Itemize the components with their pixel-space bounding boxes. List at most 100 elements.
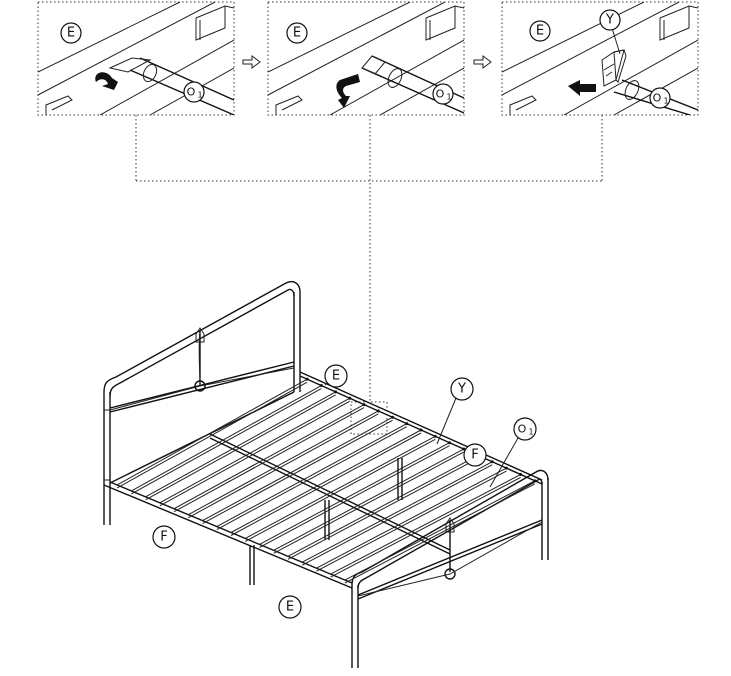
label-o1-panel-2: O 1 xyxy=(432,83,454,105)
label-o1-panel-3: O 1 xyxy=(649,87,671,109)
slat-fitting xyxy=(319,384,323,388)
slat xyxy=(230,432,422,536)
callout-y: Y xyxy=(436,377,474,445)
slat xyxy=(244,435,436,539)
label-e-panel-1: E xyxy=(60,22,82,44)
slat xyxy=(344,483,536,584)
callout-e-bottom: E xyxy=(278,595,302,619)
slat xyxy=(287,454,479,557)
slat xyxy=(287,457,479,560)
slat xyxy=(230,429,422,533)
callout-o1: O 1 xyxy=(489,417,537,488)
label-e-panel-2: E xyxy=(286,22,308,44)
svg-text:E: E xyxy=(286,600,294,615)
callout-f-left: F xyxy=(152,525,176,549)
step-panel-3: E Y O 1 xyxy=(501,1,699,116)
slat xyxy=(159,397,351,504)
slat xyxy=(216,426,408,530)
svg-text:O: O xyxy=(436,88,445,101)
callout-f-right: F xyxy=(463,443,487,467)
slat xyxy=(188,413,379,519)
slat xyxy=(116,381,308,489)
step-arrow-icon xyxy=(473,55,492,69)
leader-lines xyxy=(135,115,603,435)
slat xyxy=(244,438,436,542)
slat xyxy=(330,477,521,578)
slat xyxy=(344,480,536,581)
label-o1-panel-1: O 1 xyxy=(183,81,205,103)
label-y-panel-3: Y xyxy=(599,9,621,55)
svg-text:O: O xyxy=(653,92,662,105)
slat xyxy=(145,394,336,501)
svg-text:1: 1 xyxy=(197,91,202,100)
slat xyxy=(259,445,450,548)
slat xyxy=(216,423,408,527)
side-rail-right xyxy=(299,371,543,481)
callout-e-top: E xyxy=(324,364,348,388)
slat-fitting xyxy=(504,466,508,470)
slat xyxy=(301,464,493,566)
svg-text:E: E xyxy=(332,369,340,384)
panel-2-border xyxy=(267,1,465,116)
svg-text:O: O xyxy=(187,86,196,99)
slat-fitting xyxy=(334,390,338,394)
slat-fitting xyxy=(376,409,380,413)
svg-text:E: E xyxy=(536,24,544,39)
rotate-arrow-icon xyxy=(336,74,360,108)
slat-fitting xyxy=(533,479,537,483)
slat xyxy=(273,451,464,554)
slat-fitting xyxy=(433,434,437,438)
slat-fitting xyxy=(462,447,466,451)
slat xyxy=(330,474,521,575)
slat-fitting xyxy=(519,472,523,476)
svg-text:E: E xyxy=(67,26,75,41)
svg-text:1: 1 xyxy=(663,97,668,106)
slat xyxy=(173,404,365,510)
svg-text:F: F xyxy=(160,530,167,545)
slat-fitting xyxy=(362,403,366,407)
svg-text:1: 1 xyxy=(528,428,533,437)
svg-text:Y: Y xyxy=(457,382,466,397)
svg-text:O: O xyxy=(518,423,527,436)
slat xyxy=(202,416,393,522)
slat xyxy=(159,400,351,507)
footboard xyxy=(351,469,549,668)
svg-text:F: F xyxy=(471,448,478,463)
headboard xyxy=(103,280,301,525)
step-arrow-icon xyxy=(242,55,261,69)
step-panel-2: E O 1 xyxy=(267,1,465,116)
slat xyxy=(316,470,507,572)
push-arrow-icon xyxy=(568,80,596,96)
slat-fitting xyxy=(391,415,395,419)
slat xyxy=(202,419,393,525)
svg-text:E: E xyxy=(293,26,301,41)
slat-fitting xyxy=(419,428,423,432)
slat-fitting xyxy=(348,396,352,400)
slat xyxy=(173,407,365,513)
label-e-panel-3: E xyxy=(529,20,551,42)
svg-text:Y: Y xyxy=(605,13,614,28)
panel-1-border xyxy=(37,1,235,116)
slat xyxy=(131,388,322,495)
slat-fitting xyxy=(490,460,494,464)
slat xyxy=(116,378,308,486)
slat xyxy=(316,467,507,569)
bed-frame xyxy=(103,280,549,668)
slat xyxy=(301,461,493,563)
slats xyxy=(116,377,537,584)
step-panel-1: E O 1 xyxy=(37,1,235,116)
slat xyxy=(273,448,464,551)
slat-fitting xyxy=(405,422,409,426)
slat xyxy=(188,410,379,516)
slat-fitting xyxy=(305,377,309,381)
svg-text:1: 1 xyxy=(446,93,451,102)
slat xyxy=(259,442,450,545)
side-rail-left xyxy=(103,484,353,589)
slat xyxy=(131,385,322,492)
slat xyxy=(145,391,336,498)
rotate-arrow-icon xyxy=(95,72,118,90)
panel-3-border xyxy=(501,1,699,116)
detail-area-marker xyxy=(350,401,388,435)
